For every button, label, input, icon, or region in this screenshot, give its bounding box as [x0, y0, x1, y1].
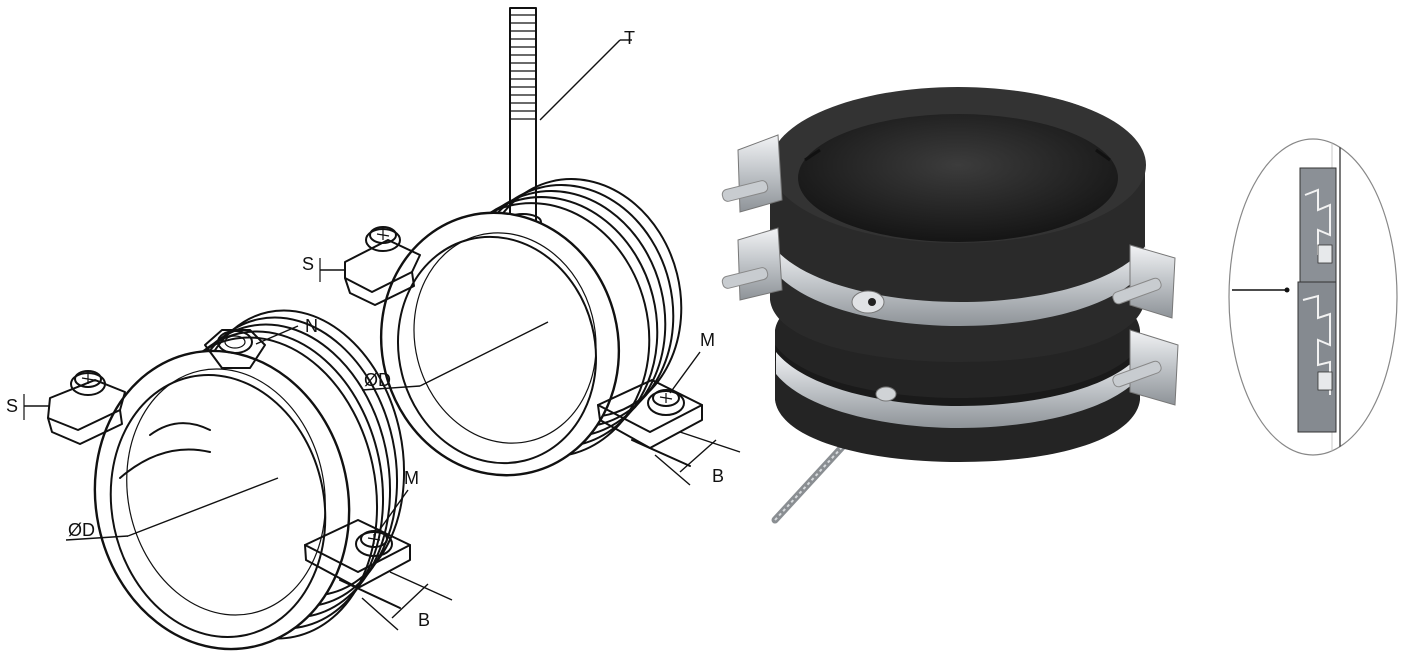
label-nut: N	[305, 316, 318, 336]
label-screw-lower: M	[404, 468, 419, 488]
clamp-upper-rings	[379, 178, 683, 477]
label-thickness-lower: S	[6, 396, 18, 416]
render-left-lugs	[721, 134, 783, 301]
clamp-lower-right-lug	[304, 519, 411, 609]
nut-component	[204, 329, 266, 369]
label-threaded-rod: T	[624, 28, 635, 48]
detail-inset	[1228, 138, 1398, 456]
label-thickness-upper: S	[302, 254, 314, 274]
clamp-render-3d	[721, 87, 1179, 524]
clamp-lower-left-lug	[47, 370, 126, 445]
label-diameter-upper: ØD	[364, 370, 391, 390]
clamp-drawing-upper	[344, 7, 703, 477]
render-right-lugs	[1112, 244, 1179, 406]
label-diameter-lower: ØD	[68, 520, 95, 540]
annotations: T N M M S S ØD ØD B B	[6, 28, 741, 631]
clamp-upper-left-lug	[344, 226, 421, 306]
label-width-lower: B	[418, 610, 430, 630]
clamp-drawing-lower	[47, 309, 411, 651]
clamp-upper-right-lug	[597, 379, 703, 467]
label-width-upper: B	[712, 466, 724, 486]
label-screw-upper: M	[700, 330, 715, 350]
